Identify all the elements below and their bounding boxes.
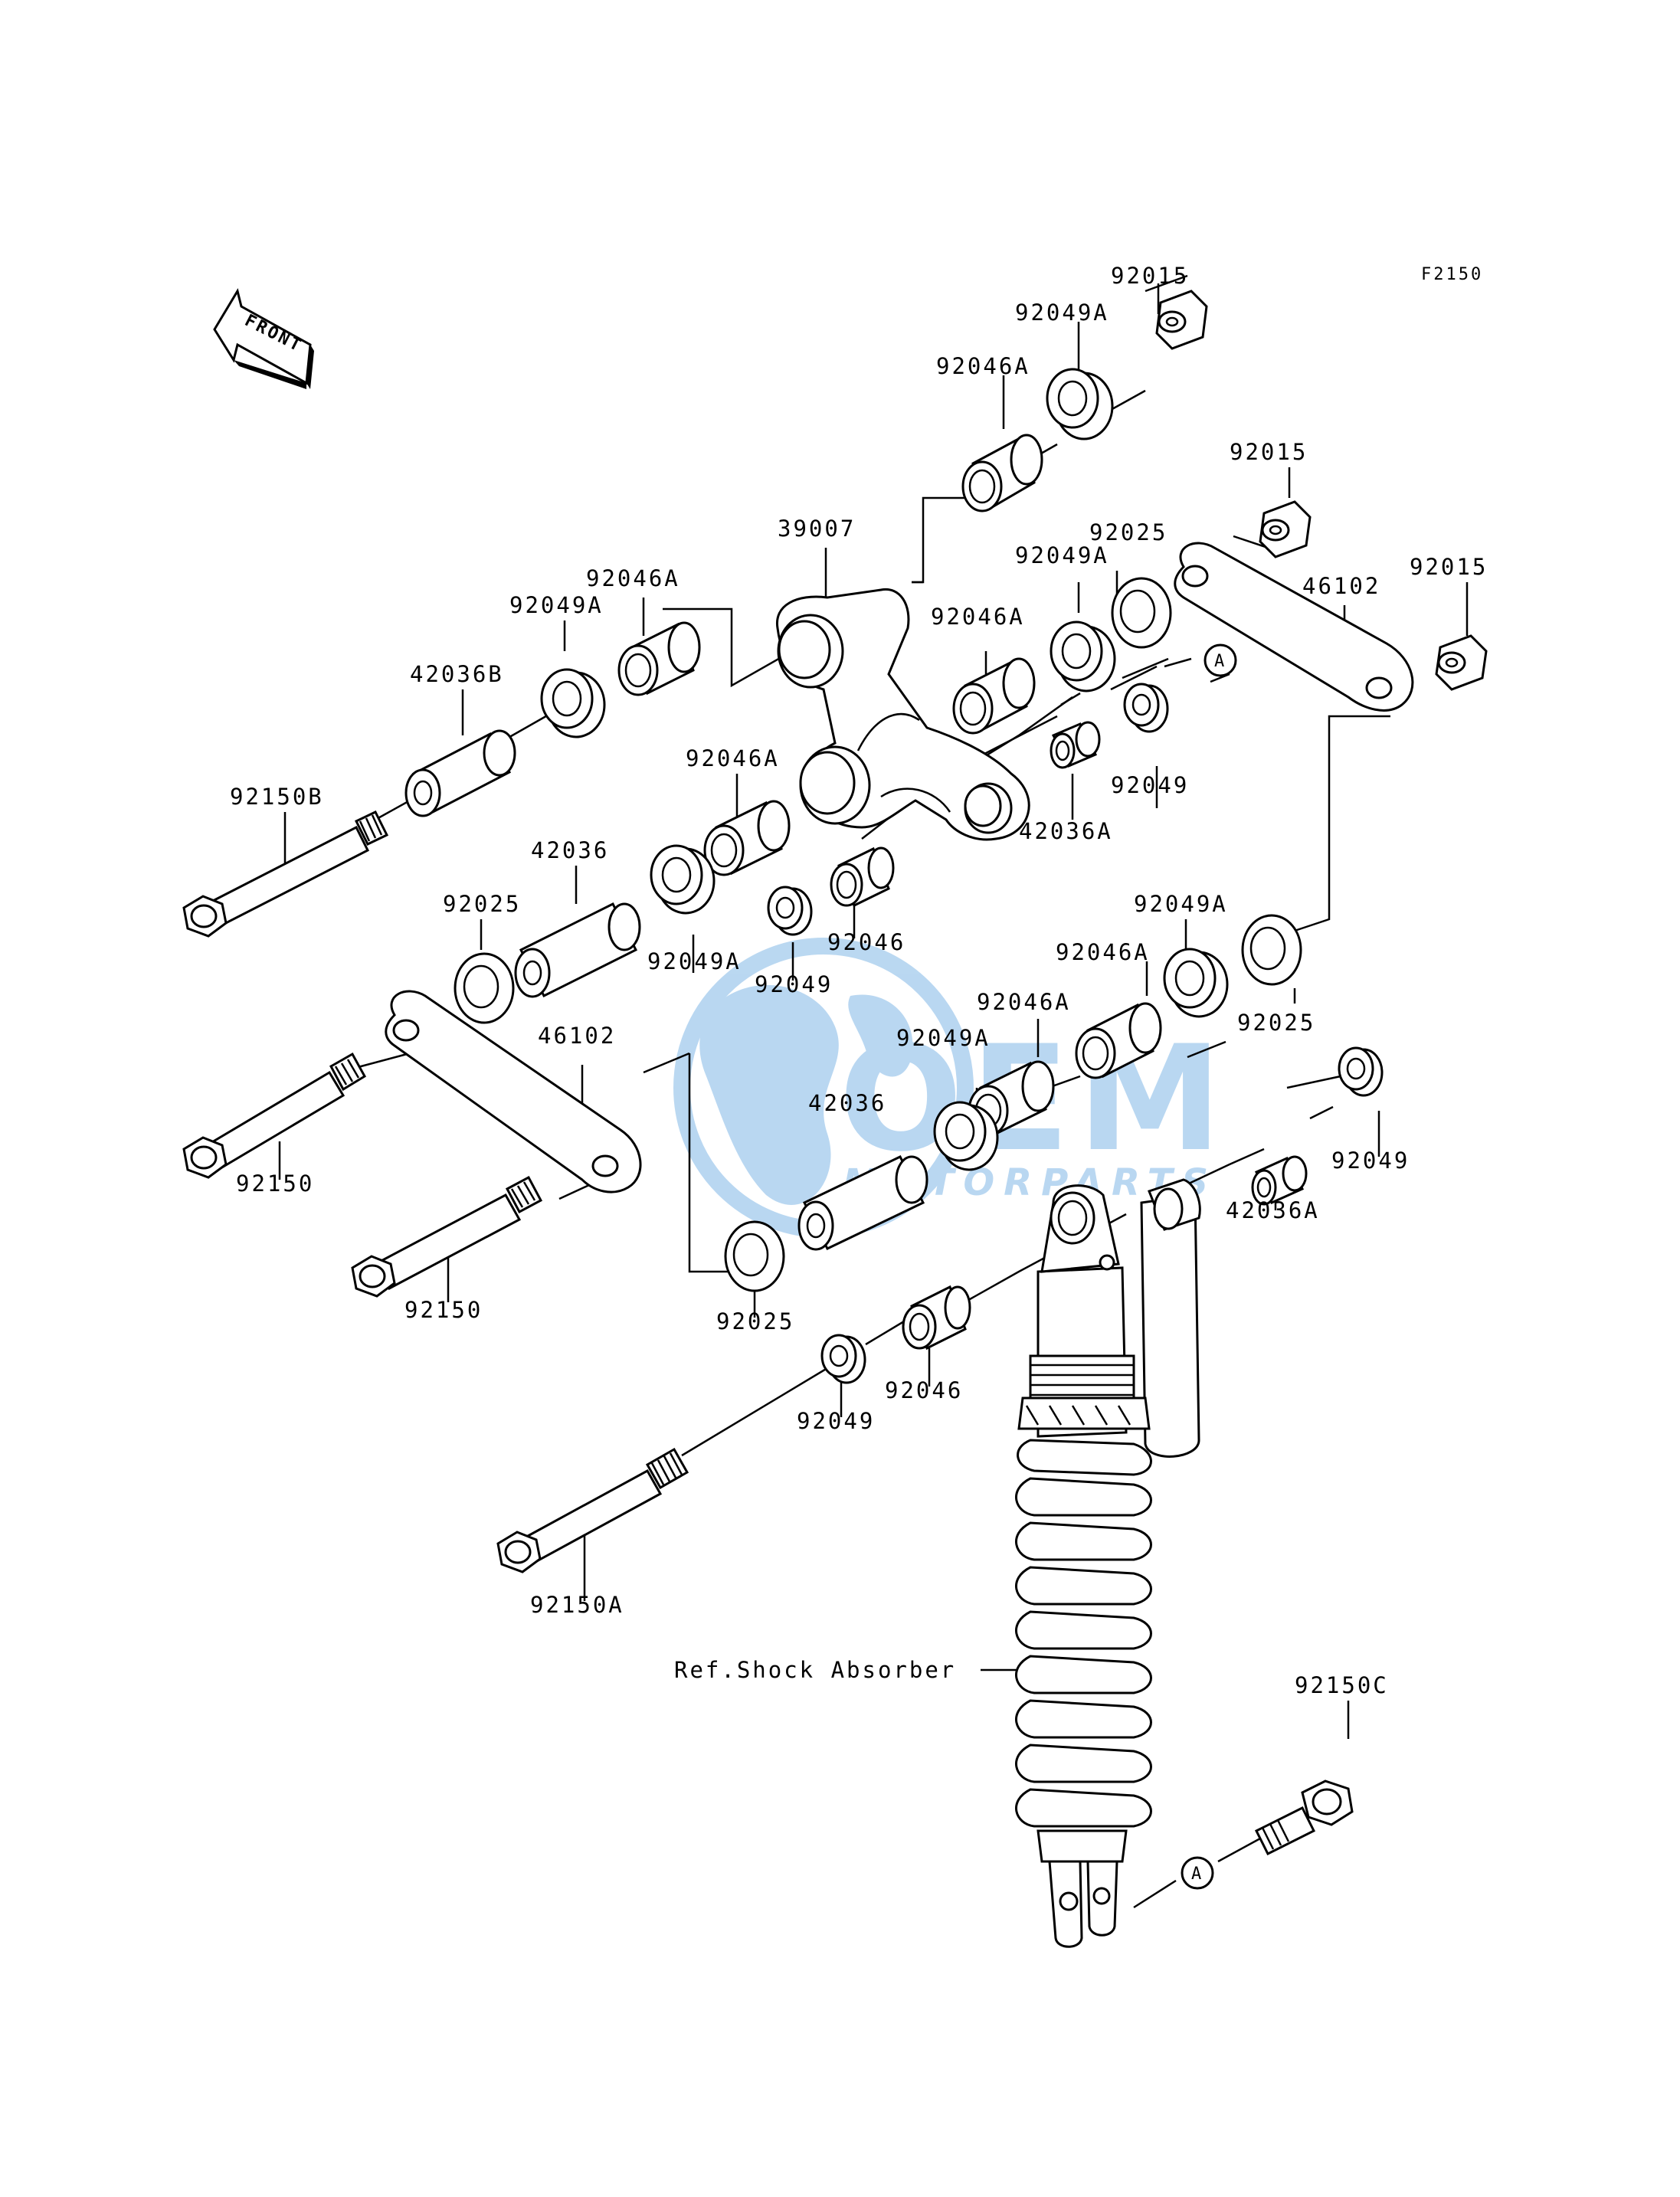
- label-92150-upper: 92150: [236, 1171, 314, 1197]
- bolt-92150B: [182, 810, 389, 938]
- nut-92015-top: [1155, 290, 1208, 350]
- collar-92049-right: [1338, 1046, 1384, 1097]
- label-42036A-lower: 42036A: [1226, 1197, 1320, 1223]
- label-46102-left: 46102: [538, 1023, 616, 1049]
- bearing-92046A-left: [617, 621, 701, 696]
- label-92046A-top: 92046A: [936, 353, 1030, 379]
- rocker-arm-39007: [775, 588, 1030, 841]
- label-ref-shock-absorber: Ref.Shock Absorber: [674, 1657, 956, 1683]
- label-92049A-center: 92049A: [647, 948, 742, 974]
- label-92049A-upper-right: 92049A: [1015, 542, 1109, 568]
- washer-92049A-top: [1046, 368, 1114, 440]
- label-92025-right: 92025: [1237, 1010, 1315, 1036]
- collar-42036B: [404, 729, 516, 817]
- label-92025-left: 92025: [443, 891, 521, 917]
- label-92049A-top: 92049A: [1015, 300, 1109, 326]
- label-42036A-upper: 42036A: [1019, 818, 1113, 844]
- label-92046A-upper-right: 92046A: [931, 604, 1025, 630]
- ref-marker-a-upper: A: [1204, 643, 1237, 677]
- label-92046-lower: 92046: [885, 1377, 963, 1403]
- washer-92049A-upper-right: [1050, 620, 1116, 692]
- collar-42036-lower: [797, 1155, 928, 1251]
- label-92049-right: 92049: [1331, 1148, 1410, 1174]
- bolt-92150A: [496, 1447, 689, 1573]
- washer-92049A-center: [650, 844, 716, 915]
- collar-42036-upper: [514, 902, 641, 998]
- label-92049-upper: 92049: [1111, 772, 1189, 798]
- label-92150-lower: 92150: [404, 1297, 483, 1323]
- label-42036B: 42036B: [410, 661, 504, 687]
- label-92049-center: 92049: [755, 971, 833, 997]
- link-46102-left: [385, 990, 642, 1193]
- label-92150A: 92150A: [530, 1592, 624, 1618]
- label-92015-right: 92015: [1410, 554, 1488, 580]
- part-labels: 92015 92049A 92046A 92015 39007 92025 92…: [230, 263, 1488, 1698]
- label-92046A-center: 92046A: [686, 745, 780, 771]
- collar-92049-center: [767, 886, 813, 936]
- label-92150B: 92150B: [230, 784, 324, 810]
- label-92046A-lower: 92046A: [977, 989, 1071, 1015]
- label-92046A-right: 92046A: [1056, 939, 1150, 965]
- label-92015-top: 92015: [1111, 263, 1189, 289]
- label-42036-lower: 42036: [808, 1090, 886, 1116]
- washer-92025-left: [454, 952, 515, 1024]
- bearing-92046A-top: [961, 434, 1043, 512]
- label-42036-upper: 42036: [531, 837, 609, 863]
- ref-marker-a-lower-label: A: [1191, 1865, 1204, 1884]
- label-92025-upper: 92025: [1089, 519, 1167, 545]
- washer-92049A-right: [1163, 948, 1229, 1018]
- label-92046-center: 92046: [827, 929, 905, 955]
- ref-marker-a-upper-label: A: [1214, 652, 1226, 671]
- label-92025-lower: 92025: [716, 1308, 794, 1334]
- diagram-code: F2150: [1421, 265, 1483, 284]
- bearing-92046A-right: [1075, 1002, 1162, 1079]
- collar-92049-lower: [820, 1334, 866, 1384]
- bolt-92150-upper: [182, 1052, 367, 1179]
- bearing-92046A-center: [703, 800, 791, 876]
- front-arrow-icon: FRONT: [213, 288, 314, 389]
- label-92049-lower: 92049: [797, 1408, 875, 1434]
- label-92049A-lower: 92049A: [896, 1025, 991, 1051]
- ref-marker-a-lower: A: [1181, 1856, 1214, 1890]
- washer-92025-lower: [724, 1220, 785, 1292]
- bearing-92046A-upper-right: [952, 657, 1036, 735]
- washer-92025-right: [1241, 914, 1302, 986]
- bearing-92046-lower: [902, 1285, 971, 1351]
- label-92015-mid: 92015: [1230, 439, 1308, 465]
- washer-92049A-lower: [933, 1101, 999, 1171]
- nut-92015-mid: [1259, 500, 1312, 558]
- washer-92025-upper: [1111, 577, 1172, 649]
- label-39007: 39007: [778, 516, 856, 542]
- collar-92049-upper: [1123, 683, 1169, 733]
- collar-42036A-upper: [1050, 721, 1101, 769]
- label-46102-right: 46102: [1302, 573, 1380, 599]
- nut-92015-right: [1435, 634, 1488, 691]
- washer-92049A-left: [540, 668, 606, 738]
- bolt-92150-lower: [351, 1175, 543, 1298]
- label-92049A-left: 92049A: [509, 592, 604, 618]
- collar-42036A-lower: [1251, 1155, 1308, 1206]
- bearing-92046-center: [830, 846, 895, 908]
- shock-absorber: [1015, 1178, 1201, 1948]
- label-92049A-right: 92049A: [1134, 891, 1228, 917]
- label-92150C: 92150C: [1295, 1672, 1389, 1698]
- label-92046A-left: 92046A: [586, 565, 680, 591]
- link-46102-right: [1174, 542, 1414, 712]
- bolt-92150C: [1254, 1780, 1354, 1856]
